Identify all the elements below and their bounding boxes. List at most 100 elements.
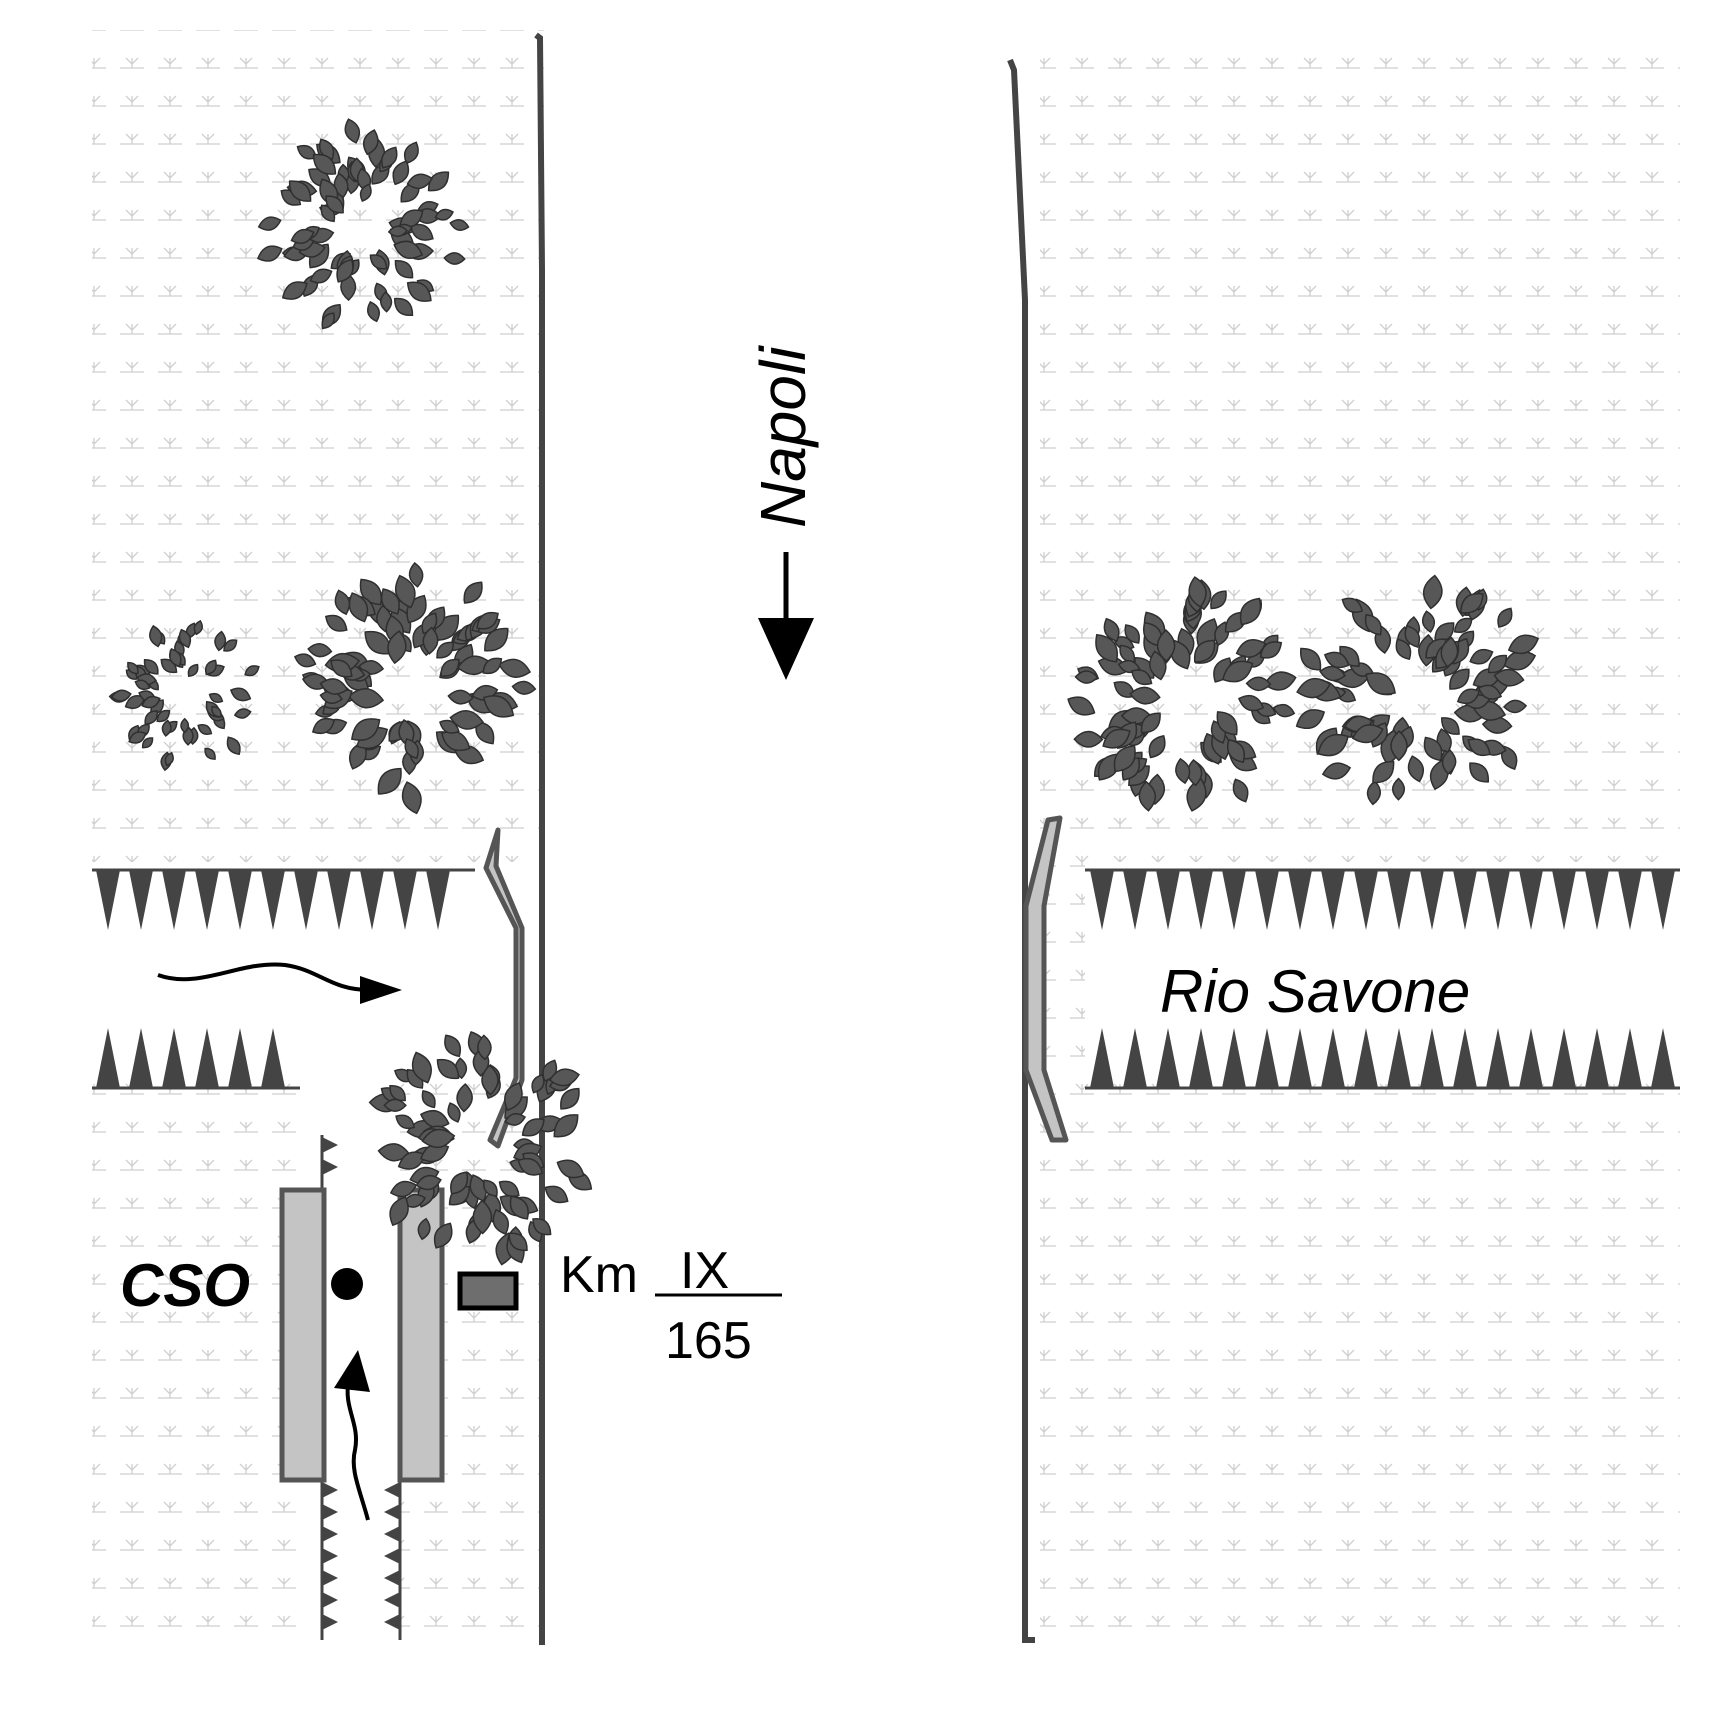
tree-leaf (1140, 712, 1161, 734)
tree-leaf (281, 281, 308, 300)
tree-leaf (387, 630, 407, 665)
tree-leaf (359, 183, 372, 202)
tree-leaf (379, 291, 393, 313)
tree-leaf (504, 1112, 526, 1126)
tree-leaf (226, 736, 241, 756)
tree-leaf (1295, 709, 1326, 730)
tree-leaf (312, 153, 337, 175)
tree-leaf (208, 692, 224, 703)
bank-hachure (1321, 1028, 1345, 1088)
tree-leaf (1103, 617, 1120, 642)
tree-leaf (309, 268, 333, 284)
tree-leaf (481, 1064, 499, 1096)
tree-leaf (293, 653, 317, 668)
tree-leaf (1341, 597, 1364, 613)
tree-leaf (1321, 762, 1352, 780)
meadow-east (1040, 50, 1680, 1640)
bank-hachure (1387, 870, 1411, 930)
tree-leaf (443, 252, 466, 265)
tree-leaf (214, 630, 227, 652)
tree-leaf (433, 1222, 453, 1249)
km-roman: IX (680, 1242, 729, 1300)
tree-leaf (444, 1034, 462, 1058)
bank-hachure (1354, 870, 1378, 930)
road-edge-west (534, 32, 545, 1645)
tree-leaf (406, 281, 432, 302)
tree-leaf (440, 658, 460, 677)
tree-leaf (395, 1114, 416, 1130)
tree-leaf (387, 225, 409, 238)
tree-leaf (257, 216, 282, 231)
tree-crown-icon (293, 562, 537, 815)
culvert-wall-left (279, 1187, 327, 1483)
tree-leaf (532, 1218, 552, 1236)
tree-leaf (344, 118, 361, 144)
tree-leaf (1113, 745, 1136, 773)
tree-leaf (296, 144, 317, 160)
tree-leaf (124, 694, 146, 710)
tree-leaf (472, 1199, 493, 1235)
tree-leaf (380, 588, 400, 615)
bank-hachure (1288, 870, 1312, 930)
tree-leaf (364, 630, 392, 655)
tree-leaf (134, 679, 151, 691)
tree-leaf (1487, 654, 1508, 674)
bank-hachure (129, 870, 153, 930)
tree-leaf (521, 1118, 545, 1137)
tree-leaf (223, 639, 238, 652)
tree-leaf (1440, 717, 1460, 735)
tree-leaf (244, 665, 260, 677)
tree-leaf (348, 592, 369, 623)
tree-leaf (366, 300, 381, 323)
tree-leaf (511, 680, 537, 695)
tree-leaf (325, 195, 344, 214)
tree-leaf (421, 1090, 436, 1109)
bank-hachure (162, 870, 186, 930)
bank-hachure (1222, 870, 1246, 930)
bank-hachure (228, 1028, 252, 1088)
tree-leaf (1477, 684, 1503, 700)
tree-leaf (447, 689, 474, 705)
bank-hachure (1387, 1028, 1411, 1088)
tree-leaf (1467, 738, 1491, 757)
milestone-icon (457, 1271, 519, 1311)
tree-leaf (178, 628, 192, 649)
bank-hachure (322, 1504, 338, 1520)
bank-hachure (261, 1028, 285, 1088)
tree-leaf (143, 658, 159, 675)
bank-hachure (1486, 1028, 1510, 1088)
tree-leaf (330, 659, 353, 678)
bank-hachure (322, 1570, 338, 1586)
tree-leaf (1453, 617, 1473, 633)
tree-leaf (1502, 650, 1537, 671)
tree-leaf (1263, 671, 1297, 691)
tree-leaf (449, 219, 470, 231)
bank-hachure (384, 1614, 400, 1630)
tree-leaf (156, 709, 171, 723)
bank-hachure (1354, 1028, 1378, 1088)
tree-leaf (553, 1114, 579, 1138)
tree-leaf (1149, 650, 1167, 681)
bank-hachure (1090, 1028, 1114, 1088)
tree-leaf (1507, 634, 1540, 655)
bank-hachure (1321, 870, 1345, 930)
tree-leaf (1193, 639, 1216, 663)
bank-hachure (1585, 1028, 1609, 1088)
bank-hachure (384, 1482, 400, 1498)
tree-leaf (1130, 669, 1153, 686)
bank-hachure (322, 1592, 338, 1608)
bank-hachure-icon (92, 868, 1680, 1640)
tree-leaf (389, 1180, 418, 1198)
tree-leaf (161, 719, 172, 737)
tree-leaf (233, 708, 252, 719)
tree-leaf (392, 160, 410, 186)
tree-leaf (128, 731, 147, 744)
bank-hachure (1552, 1028, 1576, 1088)
tree-crown-icon (108, 619, 260, 772)
tree-leaf (164, 751, 174, 767)
bank-hachure (1519, 1028, 1543, 1088)
tree-leaf (1102, 728, 1131, 749)
tree-leaf (1188, 576, 1207, 608)
bank-hachure (384, 1592, 400, 1608)
